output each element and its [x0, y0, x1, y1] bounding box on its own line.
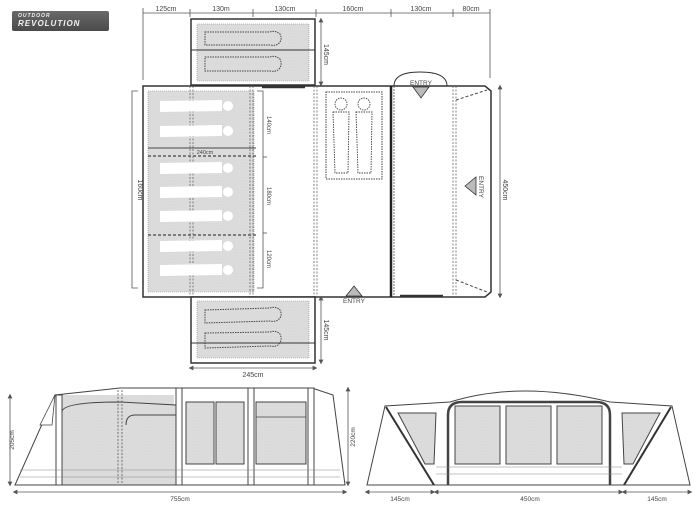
brand-line1: OUTDOOR	[18, 13, 51, 19]
top-bedroom	[190, 18, 316, 86]
overall-width: 450cm	[501, 179, 508, 200]
section-140: 140cm	[265, 116, 271, 134]
dim-130-b: 130cm	[274, 6, 295, 13]
main-bedroom-depth: 160cm	[136, 179, 143, 200]
dim-130-a: 130m	[212, 6, 230, 13]
sleeping-figures-main	[160, 100, 233, 276]
side-elevation	[14, 387, 346, 486]
main-bedroom-width: 240cm	[197, 150, 214, 156]
brand-line2: REVOLUTION	[18, 19, 81, 28]
top-bedroom-depth: 145cm	[322, 44, 329, 65]
section-120: 120cm	[265, 250, 271, 268]
side-entry	[464, 176, 477, 196]
side-height-left: 205cm	[9, 430, 16, 450]
bottom-bedroom-width: 245cm	[242, 372, 263, 379]
small-bedroom	[325, 91, 383, 180]
top-entry	[393, 71, 448, 99]
front-dim-center: 450cm	[520, 496, 540, 503]
dim-80: 80cm	[462, 6, 479, 13]
section-180: 180cm	[265, 187, 271, 205]
brand-logo: OUTDOOR REVOLUTION	[12, 11, 109, 31]
side-length: 755cm	[170, 496, 190, 503]
side-entry-label: ENTRY	[477, 176, 484, 199]
front-dim-right: 145cm	[647, 496, 667, 503]
bottom-entry-label: ENTRY	[343, 298, 366, 305]
front-dim-left: 145cm	[390, 496, 410, 503]
dim-160: 160cm	[342, 6, 363, 13]
bottom-bedroom	[190, 296, 316, 364]
dim-125: 125cm	[155, 6, 176, 13]
bottom-entry	[345, 285, 363, 297]
side-height-right: 220cm	[350, 427, 357, 447]
top-entry-label: ENTRY	[410, 80, 433, 87]
top-dimension-line	[142, 8, 491, 80]
front-elevation	[366, 390, 691, 486]
dim-130-c: 130cm	[410, 6, 431, 13]
bottom-bedroom-depth: 145cm	[322, 319, 329, 340]
